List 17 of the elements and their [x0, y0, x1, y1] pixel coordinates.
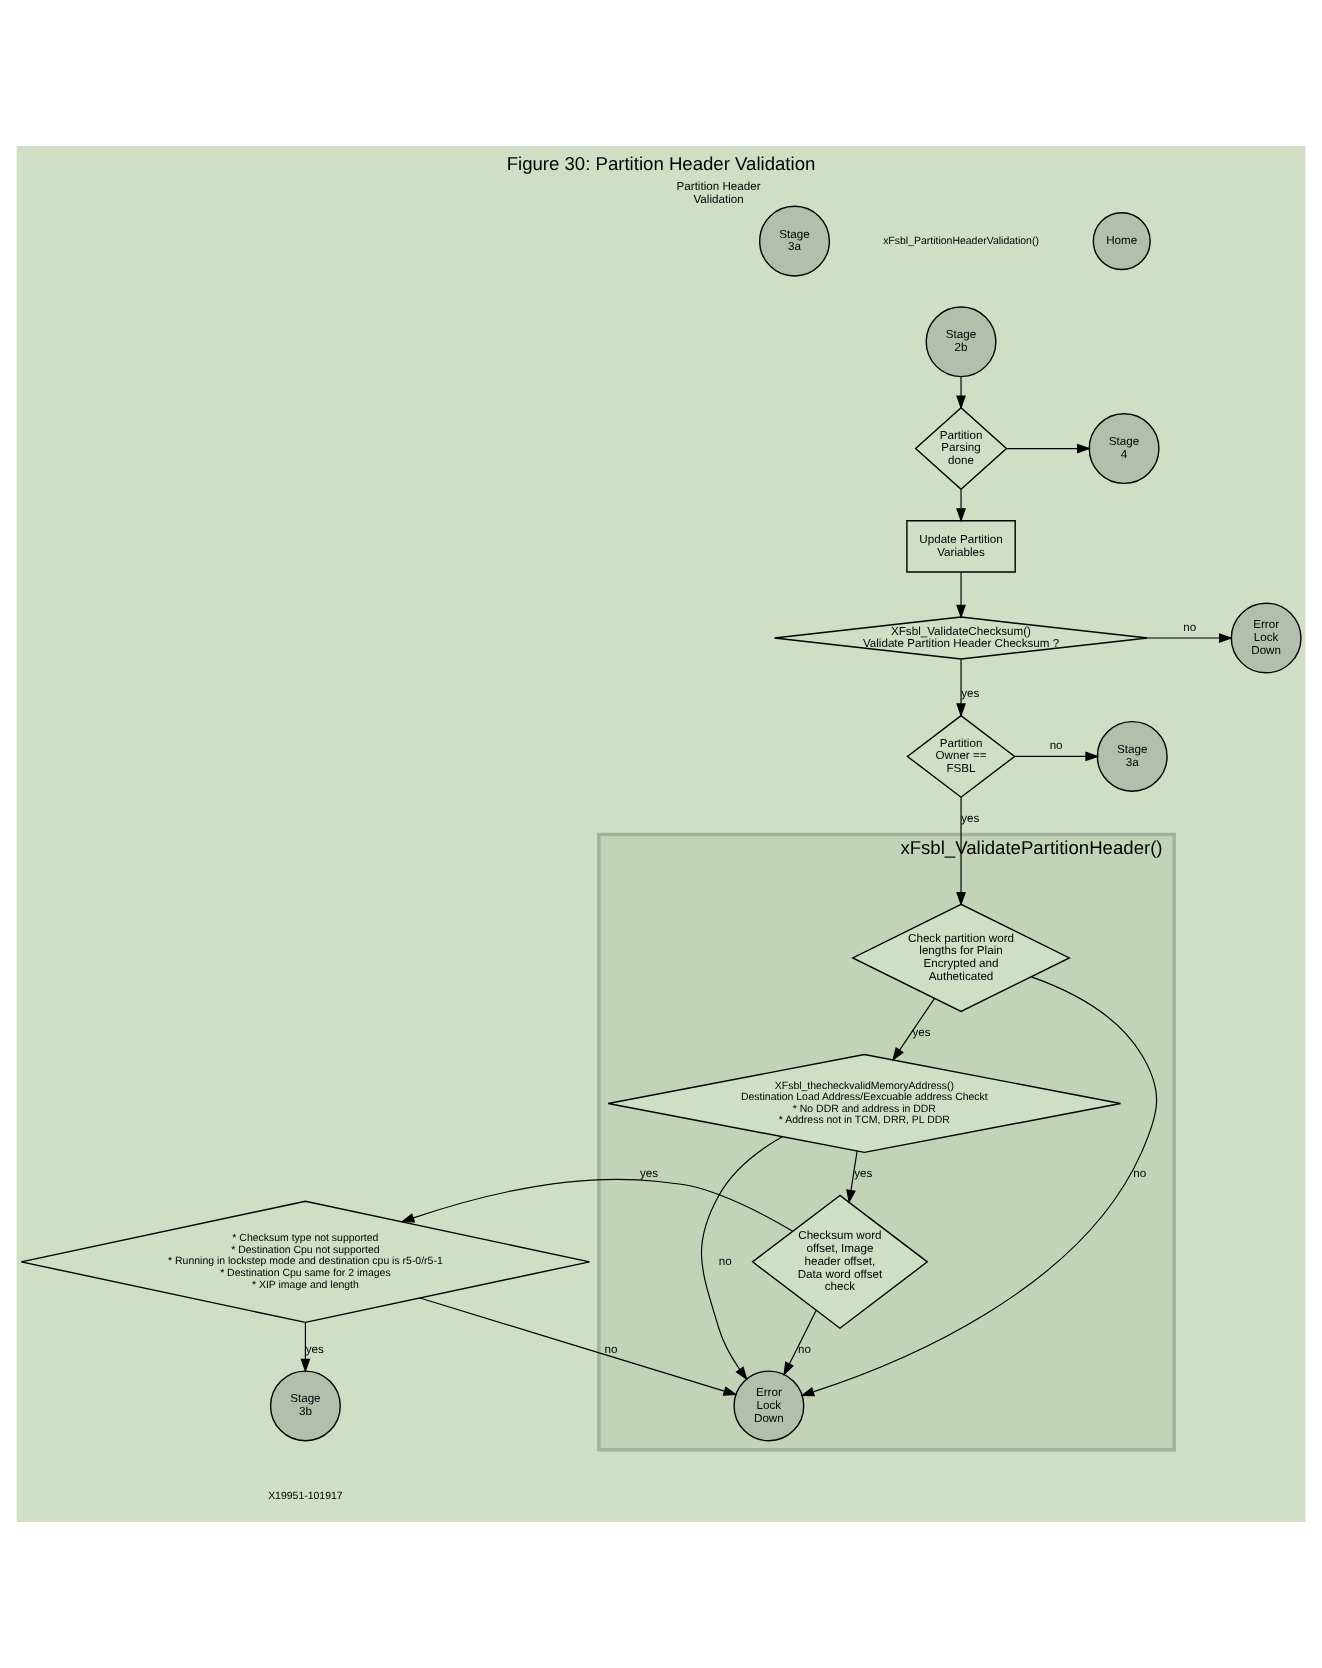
- arrow: [400, 1178, 793, 1232]
- diagram-title: Figure 30: Partition Header Validation: [506, 154, 816, 175]
- arrow: [419, 1297, 738, 1396]
- arrow: [846, 1150, 858, 1204]
- arrow: [800, 976, 1158, 1397]
- arrow: [700, 1136, 783, 1381]
- arrow: [956, 375, 966, 410]
- arrow: [300, 1322, 311, 1373]
- arrow: [1006, 443, 1091, 454]
- arrow: [783, 1310, 817, 1376]
- arrow: [956, 571, 966, 619]
- arrow: [1147, 633, 1233, 643]
- arrow: [892, 998, 935, 1062]
- arrow: [956, 658, 966, 718]
- arrow: [956, 489, 966, 523]
- arrow: [956, 796, 966, 906]
- arrow: [1014, 751, 1100, 762]
